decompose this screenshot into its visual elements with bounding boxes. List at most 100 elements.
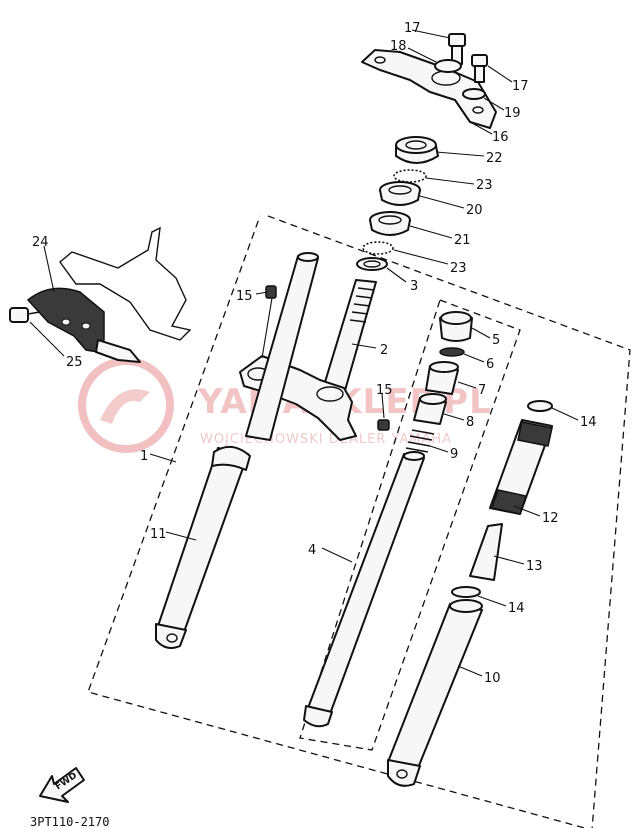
leader-2 xyxy=(351,343,377,349)
callout-16: 16 xyxy=(492,130,509,145)
callout-22: 22 xyxy=(486,151,503,166)
clip-6 xyxy=(439,347,465,357)
leader-4 xyxy=(321,547,353,563)
inner-tube-cap xyxy=(297,252,319,262)
callout-20: 20 xyxy=(466,203,483,218)
outer-tube-10-top xyxy=(449,599,483,613)
bushing-7-top xyxy=(429,361,459,373)
outer-tube-11-collar xyxy=(211,445,251,471)
callout-25: 25 xyxy=(66,355,83,370)
callout-21: 21 xyxy=(454,233,471,248)
bushing-8-top xyxy=(419,393,447,405)
leader-23b xyxy=(393,249,449,265)
bracket-hole-right xyxy=(472,106,484,114)
background-frame-sketch xyxy=(59,226,192,341)
leader-6 xyxy=(463,353,485,363)
bolt-17a-head xyxy=(448,33,466,47)
outer-tube-10-axle xyxy=(387,759,421,787)
outer-tube-11 xyxy=(157,447,249,633)
outer-tube-10 xyxy=(387,603,483,769)
inner-tube-4 xyxy=(307,453,425,715)
axle-hole-left xyxy=(166,633,178,643)
leader-5 xyxy=(471,327,491,339)
watermark-logo-mark xyxy=(100,389,150,424)
bolt-15b xyxy=(377,419,390,431)
bearing-21-bore xyxy=(378,215,402,225)
damper-12-coil-top xyxy=(517,421,553,447)
meter-bracket-group xyxy=(9,226,192,363)
callout-9: 9 xyxy=(450,447,458,462)
leader-11 xyxy=(165,531,197,541)
leader-22 xyxy=(435,151,485,157)
watermark-logo xyxy=(78,357,174,453)
right-fork-parts xyxy=(387,400,553,787)
bracket-hole-left xyxy=(374,56,386,64)
leader-21 xyxy=(409,225,453,239)
leader-12 xyxy=(513,505,541,517)
ball-race-23-lower xyxy=(362,241,394,255)
ring-14-upper xyxy=(527,400,553,412)
spring-9 xyxy=(405,429,435,453)
callout-2: 2 xyxy=(380,343,388,358)
steering-bearing-stack xyxy=(356,136,439,271)
leader-24 xyxy=(43,245,55,293)
leader-13 xyxy=(493,555,525,565)
leader-7 xyxy=(457,381,477,389)
leader-17a xyxy=(411,29,451,39)
cover-hole-b xyxy=(81,322,91,330)
callout-14b: 14 xyxy=(508,601,525,616)
leader-14b xyxy=(477,595,507,607)
callout-5: 5 xyxy=(492,333,500,348)
leader-3 xyxy=(386,267,407,283)
race-3 xyxy=(356,257,388,271)
callout-17b: 17 xyxy=(512,79,529,94)
under-bracket-clamp-stem xyxy=(316,386,344,402)
callout-6: 6 xyxy=(486,357,494,372)
leader-9 xyxy=(429,445,449,453)
ring-14-lower xyxy=(451,586,481,598)
callout-14a: 14 xyxy=(580,415,597,430)
bearing-20-bore xyxy=(388,185,412,195)
screw-25-shank xyxy=(27,311,41,315)
leader-lines xyxy=(29,29,579,677)
bolt-17b-shank xyxy=(474,65,485,83)
washer-18 xyxy=(434,59,462,73)
race-3-bore xyxy=(363,260,381,268)
leader-1 xyxy=(149,453,177,463)
cap-5-top xyxy=(440,311,472,325)
washer-19 xyxy=(462,88,486,100)
forward-arrow-icon xyxy=(39,767,85,803)
ring-nut-22-bore xyxy=(405,140,427,150)
callout-10: 10 xyxy=(484,671,501,686)
cover-hole-a xyxy=(61,318,71,326)
callout-11: 11 xyxy=(150,527,167,542)
bearing-20-body xyxy=(379,189,421,206)
callout-12: 12 xyxy=(542,511,559,526)
leader-15a-down xyxy=(261,297,273,359)
bearing-21-body xyxy=(369,219,411,236)
damper-12-coil-bottom xyxy=(491,489,527,515)
leader-15b xyxy=(381,393,385,419)
drawing-code: 3PT110-2170 xyxy=(30,815,109,828)
callout-18: 18 xyxy=(390,39,407,54)
meter-cover-tail xyxy=(95,339,141,363)
ball-race-23-upper xyxy=(393,169,427,183)
cone-13 xyxy=(469,523,503,581)
ring-nut-22-top xyxy=(395,136,437,154)
inner-tube-4-top xyxy=(403,451,425,461)
inner-tube-4-foot xyxy=(303,705,333,728)
left-fork-leg xyxy=(155,252,319,649)
leader-25 xyxy=(29,321,65,357)
leader-23a xyxy=(425,177,475,185)
outer-tube-11-axle xyxy=(155,623,187,649)
callout-23a: 23 xyxy=(476,178,493,193)
outline-inner-tube-assembly xyxy=(299,299,521,751)
callout-13: 13 xyxy=(526,559,543,574)
leader-14a xyxy=(551,407,579,421)
callout-15b: 15 xyxy=(376,383,393,398)
callout-3: 3 xyxy=(410,279,418,294)
leader-18 xyxy=(407,47,437,63)
upper-bracket xyxy=(361,49,497,129)
callout-1: 1 xyxy=(140,449,148,464)
